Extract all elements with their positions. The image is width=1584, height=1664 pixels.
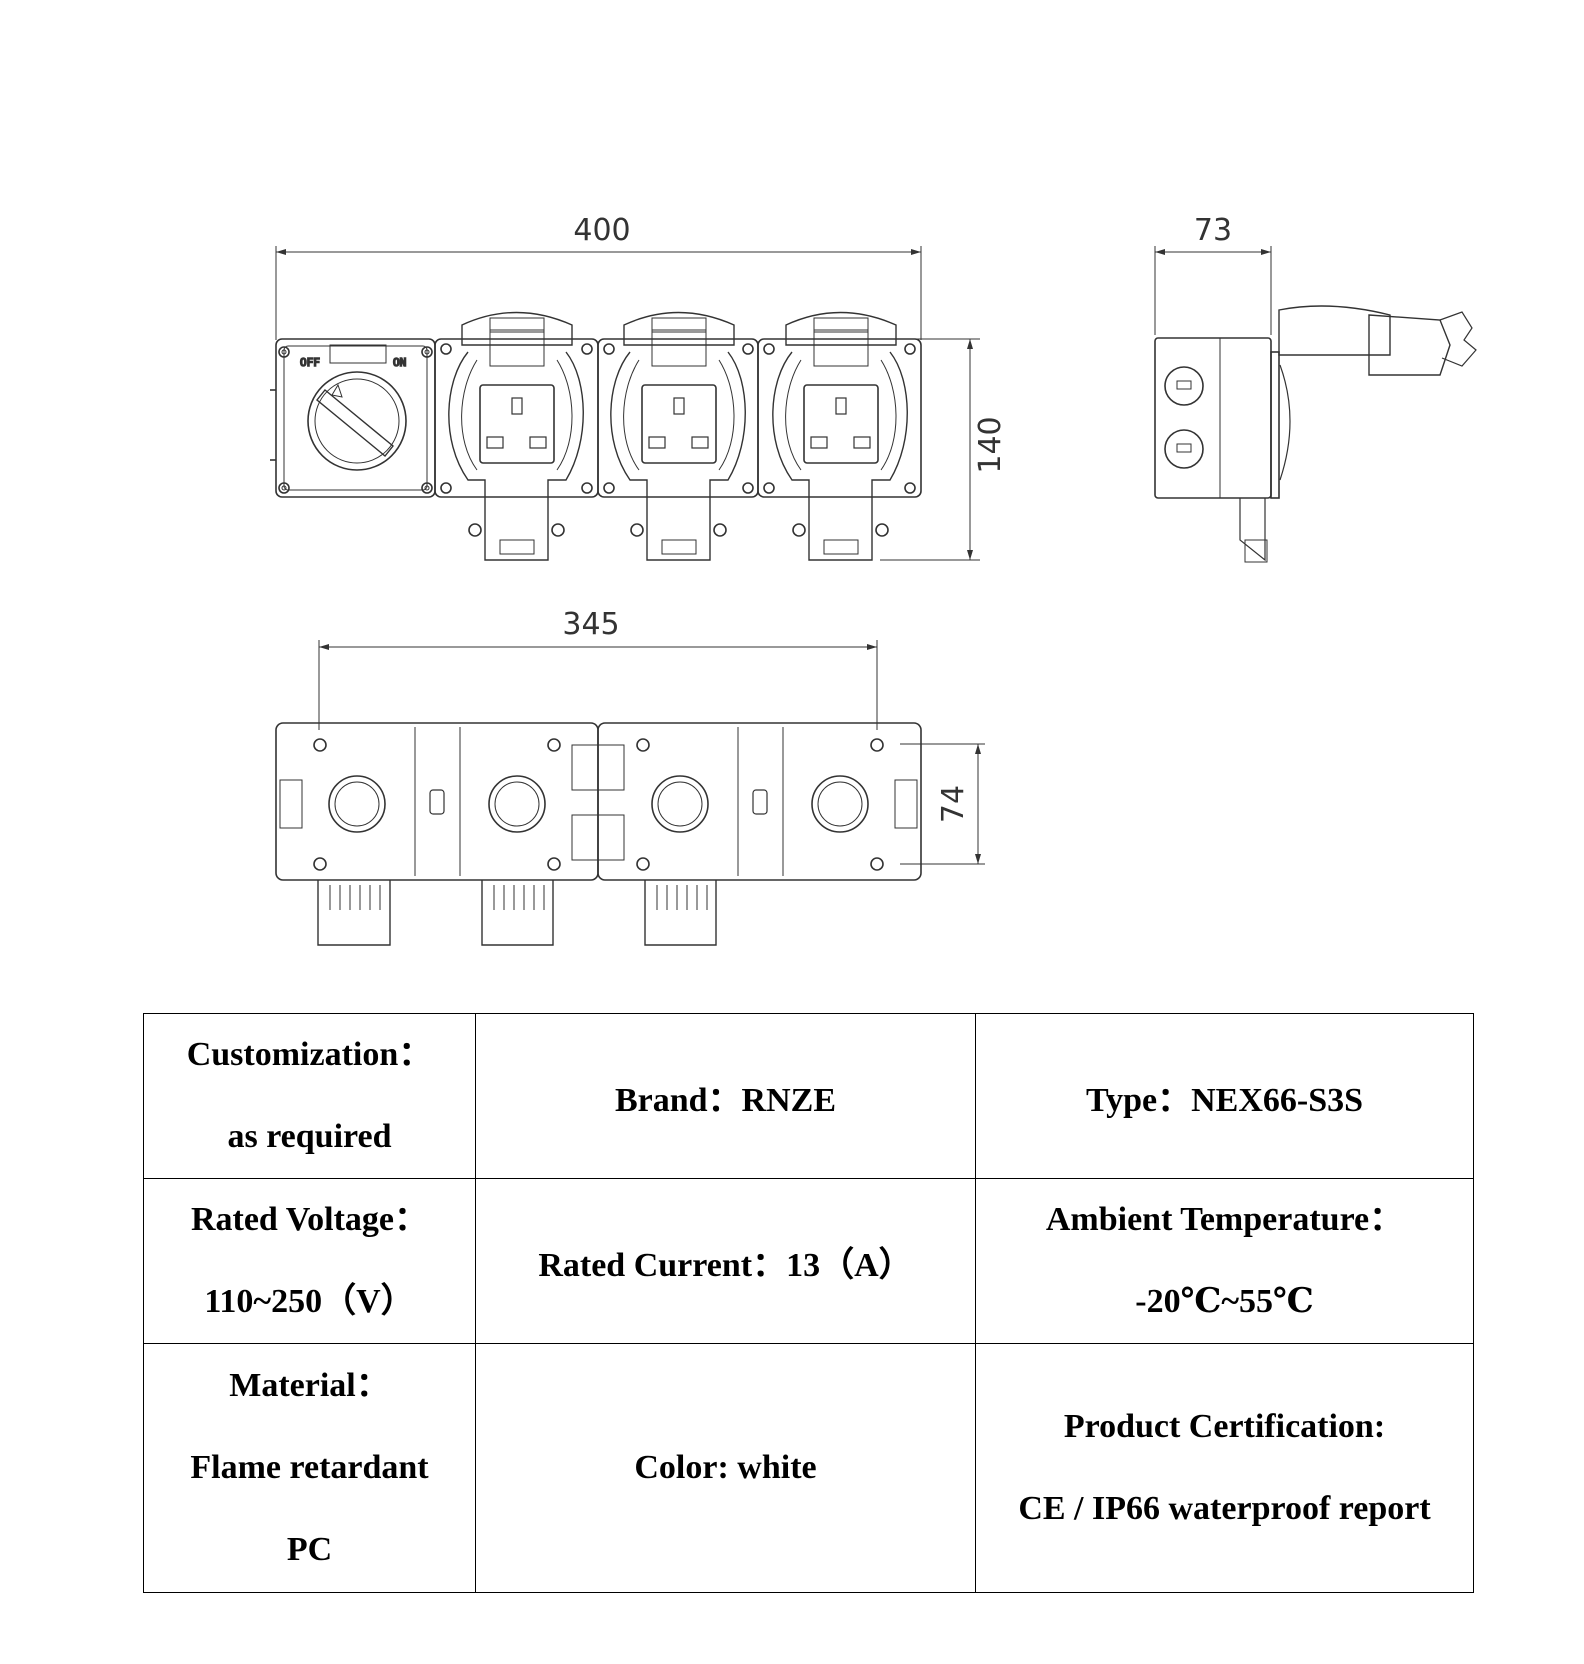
technical-drawing: OFF ON — [270, 213, 1477, 946]
brand-cell: Brand：RNZE — [475, 1013, 976, 1179]
socket-module-2 — [597, 311, 759, 561]
customization-cell: Customization： as required — [143, 1013, 476, 1179]
side-view — [1154, 246, 1477, 563]
front-view: OFF ON — [270, 246, 980, 561]
certification-cell: Product Certification: CE / IP66 waterpr… — [975, 1343, 1474, 1593]
ambient-temperature-cell: Ambient Temperature： -20℃~55℃ — [975, 1178, 1474, 1344]
certification-label: Product Certification: — [1063, 1408, 1386, 1445]
front-width-dimension: 400 — [573, 213, 630, 248]
switch-module — [270, 338, 436, 498]
material-label: Material： — [229, 1367, 390, 1404]
switch-on-label: ON — [393, 356, 406, 369]
material-value-line1: Flame retardant — [190, 1449, 429, 1486]
ambient-temperature-label: Ambient Temperature： — [1045, 1201, 1404, 1238]
certification-value: CE / IP66 waterproof report — [1018, 1490, 1431, 1527]
spec-row: Rated Voltage： 110~250（V） Rated Current：… — [143, 1178, 1474, 1344]
spec-table: Customization： as required Brand：RNZE Ty… — [143, 1013, 1474, 1593]
type-cell: Type：NEX66-S3S — [975, 1013, 1474, 1179]
spec-row: Customization： as required Brand：RNZE Ty… — [143, 1013, 1474, 1179]
rated-voltage-cell: Rated Voltage： 110~250（V） — [143, 1178, 476, 1344]
spec-row: Material： Flame retardant PC Color: whit… — [143, 1343, 1474, 1593]
material-value-line2: PC — [286, 1531, 333, 1568]
rated-voltage-label: Rated Voltage： — [190, 1201, 429, 1238]
socket-module-1 — [434, 311, 599, 561]
brand-text: Brand：RNZE — [614, 1081, 837, 1119]
side-depth-dimension: 73 — [1194, 213, 1232, 248]
material-cell: Material： Flame retardant PC — [143, 1343, 476, 1593]
back-spacing-dimension: 345 — [562, 607, 619, 642]
rated-voltage-value: 110~250（V） — [204, 1283, 415, 1320]
customization-label: Customization： — [186, 1036, 433, 1073]
rated-current-text: Rated Current：13（A） — [538, 1246, 913, 1284]
type-text: Type：NEX66-S3S — [1085, 1081, 1364, 1119]
back-view — [275, 640, 985, 946]
color-cell: Color: white — [475, 1343, 976, 1593]
color-text: Color: white — [634, 1449, 817, 1486]
ambient-temperature-value: -20℃~55℃ — [1135, 1283, 1314, 1320]
customization-value: as required — [227, 1118, 392, 1155]
rated-current-cell: Rated Current：13（A） — [475, 1178, 976, 1344]
switch-off-label: OFF — [300, 356, 320, 369]
back-height-dimension: 74 — [936, 785, 971, 823]
front-height-dimension: 140 — [973, 416, 1008, 473]
socket-module-3 — [757, 311, 922, 561]
